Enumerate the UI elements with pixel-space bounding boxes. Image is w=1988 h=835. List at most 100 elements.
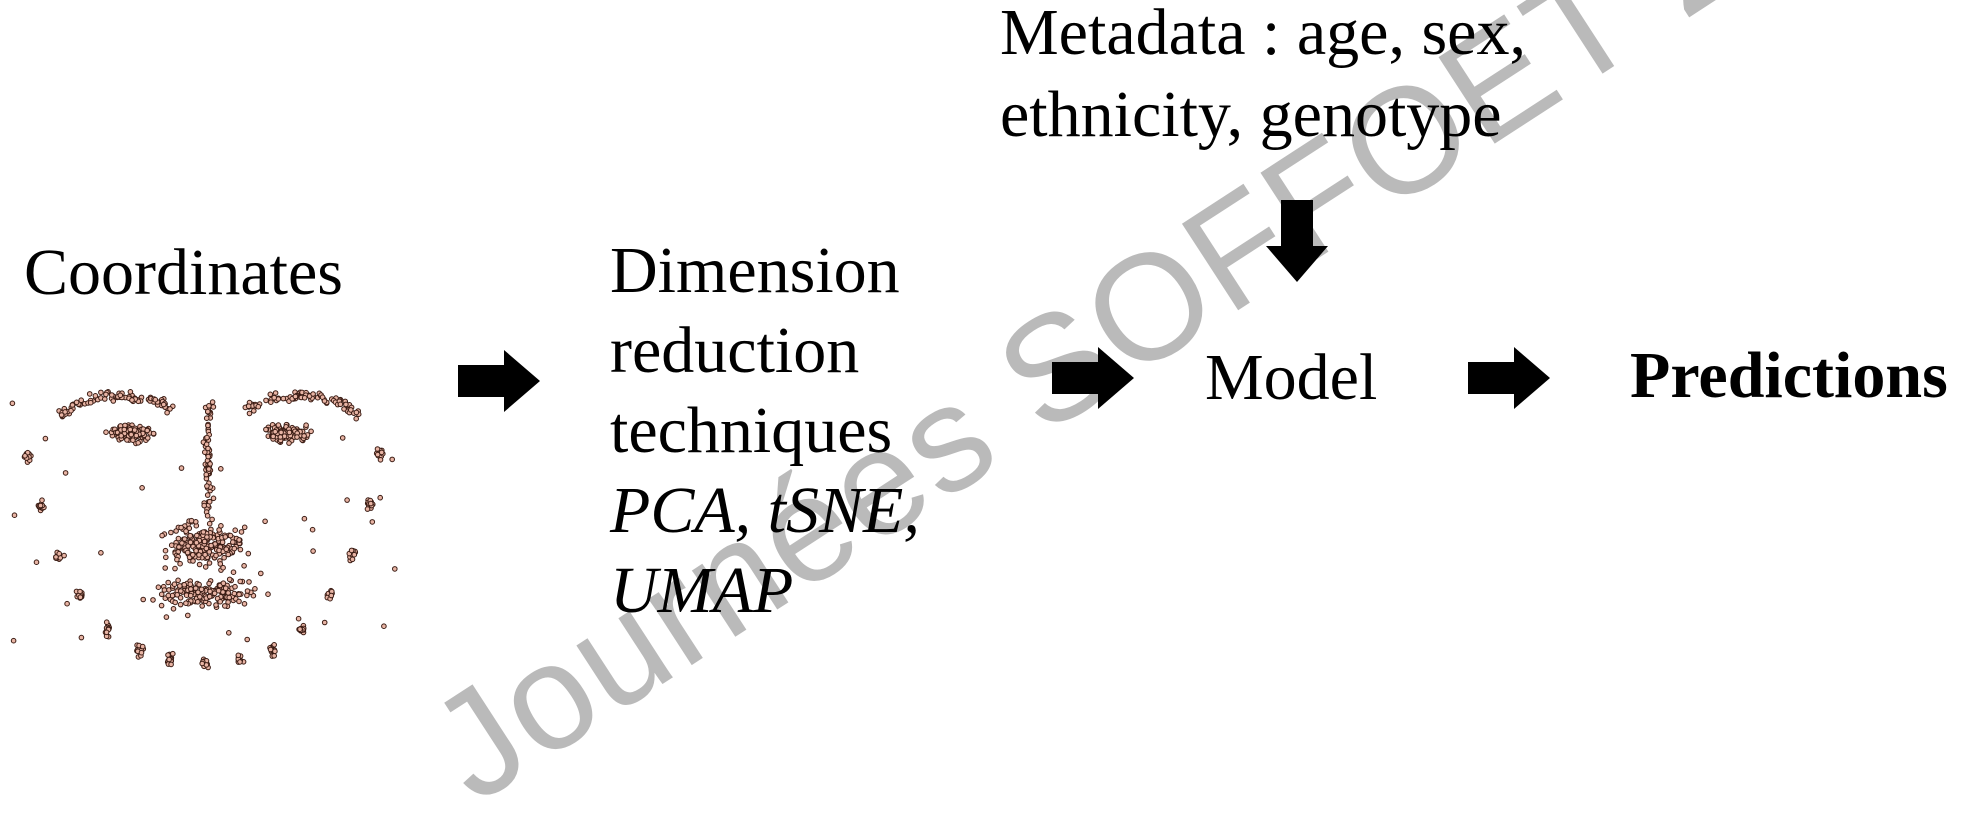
landmark-point — [160, 401, 167, 408]
landmark-point — [204, 434, 210, 441]
landmark-point — [187, 532, 193, 539]
landmark-point — [152, 396, 159, 403]
landmark-point — [175, 535, 182, 542]
landmark-point — [178, 524, 184, 531]
landmark-point — [236, 598, 242, 605]
landmark-point — [235, 652, 242, 659]
landmark-point — [272, 428, 279, 435]
landmark-point — [238, 529, 245, 535]
landmark-point — [203, 415, 210, 421]
landmark-point — [369, 519, 376, 525]
landmark-point — [199, 660, 205, 667]
landmark-point — [204, 534, 210, 540]
landmark-point — [121, 426, 128, 433]
landmark-point — [150, 430, 157, 437]
landmark-point — [103, 629, 110, 636]
landmark-point — [218, 523, 224, 529]
landmark-point — [215, 587, 222, 594]
landmark-point — [328, 592, 335, 599]
landmark-point — [77, 594, 84, 600]
dimension-reduction-line-2: reduction — [610, 314, 860, 387]
landmark-point — [133, 432, 140, 439]
landmark-point — [103, 429, 109, 435]
landmark-point — [198, 586, 205, 593]
landmark-point — [68, 407, 74, 414]
landmark-point — [344, 497, 350, 503]
landmark-point — [179, 540, 185, 546]
landmark-point — [321, 619, 328, 626]
landmark-point — [265, 591, 271, 597]
landmark-point — [197, 594, 203, 600]
landmark-point — [237, 546, 244, 553]
landmark-point — [187, 581, 194, 587]
landmark-point — [203, 545, 210, 552]
landmark-point — [368, 500, 374, 507]
landmark-point — [392, 566, 398, 572]
landmark-point — [337, 401, 344, 408]
landmark-point — [210, 495, 217, 502]
landmark-point — [86, 391, 93, 397]
landmark-point — [202, 551, 208, 558]
landmark-point — [232, 527, 238, 533]
landmark-point — [202, 564, 209, 570]
landmark-point — [77, 588, 83, 595]
landmark-point — [204, 483, 210, 489]
landmark-point — [246, 579, 252, 585]
landmark-point — [208, 542, 214, 549]
landmark-point — [172, 599, 178, 606]
landmark-point — [206, 580, 212, 587]
landmark-point — [196, 581, 202, 588]
landmark-point — [205, 453, 211, 460]
landmark-point — [33, 559, 40, 565]
landmark-point — [201, 502, 207, 509]
landmark-point — [127, 426, 133, 433]
landmark-point — [321, 398, 328, 404]
landmark-point — [303, 422, 309, 428]
landmark-point — [98, 389, 104, 396]
landmark-point — [204, 513, 211, 519]
landmark-point — [206, 466, 212, 472]
landmark-point — [87, 399, 94, 406]
landmark-point — [145, 435, 151, 441]
landmark-point — [163, 614, 170, 620]
landmark-point — [206, 403, 212, 409]
landmark-point — [207, 461, 213, 467]
landmark-point — [158, 602, 165, 609]
landmark-point — [222, 603, 228, 609]
landmark-point — [277, 434, 284, 440]
landmark-point — [377, 494, 384, 501]
landmark-point — [135, 440, 141, 446]
landmark-point — [177, 595, 184, 601]
landmark-point — [230, 539, 236, 545]
landmark-point — [162, 565, 168, 571]
landmark-point — [22, 453, 28, 459]
landmark-point — [252, 586, 258, 592]
landmark-point — [193, 539, 200, 546]
landmark-point — [220, 580, 227, 586]
landmark-point — [164, 409, 170, 416]
landmark-point — [237, 659, 243, 665]
landmark-point — [213, 602, 219, 608]
landmark-point — [217, 598, 223, 605]
landmark-point — [353, 415, 360, 422]
landmark-point — [181, 536, 188, 542]
landmark-point — [78, 397, 84, 404]
landmark-point — [220, 564, 226, 571]
landmark-point — [231, 545, 238, 552]
landmark-point — [310, 548, 316, 554]
landmark-point — [10, 637, 17, 644]
landmark-point — [200, 529, 207, 535]
landmark-point — [278, 429, 284, 436]
landmark-point — [176, 544, 182, 550]
landmark-point — [165, 579, 171, 586]
landmark-point — [341, 406, 347, 412]
landmark-point — [171, 581, 178, 587]
landmark-point — [183, 600, 189, 607]
landmark-point — [170, 650, 176, 657]
landmark-point — [174, 556, 180, 563]
landmark-point — [226, 630, 232, 636]
landmark-point — [339, 435, 346, 441]
metadata-line-2: ethnicity, genotype — [1000, 78, 1502, 151]
landmark-point — [244, 588, 251, 594]
landmark-point — [209, 399, 216, 405]
